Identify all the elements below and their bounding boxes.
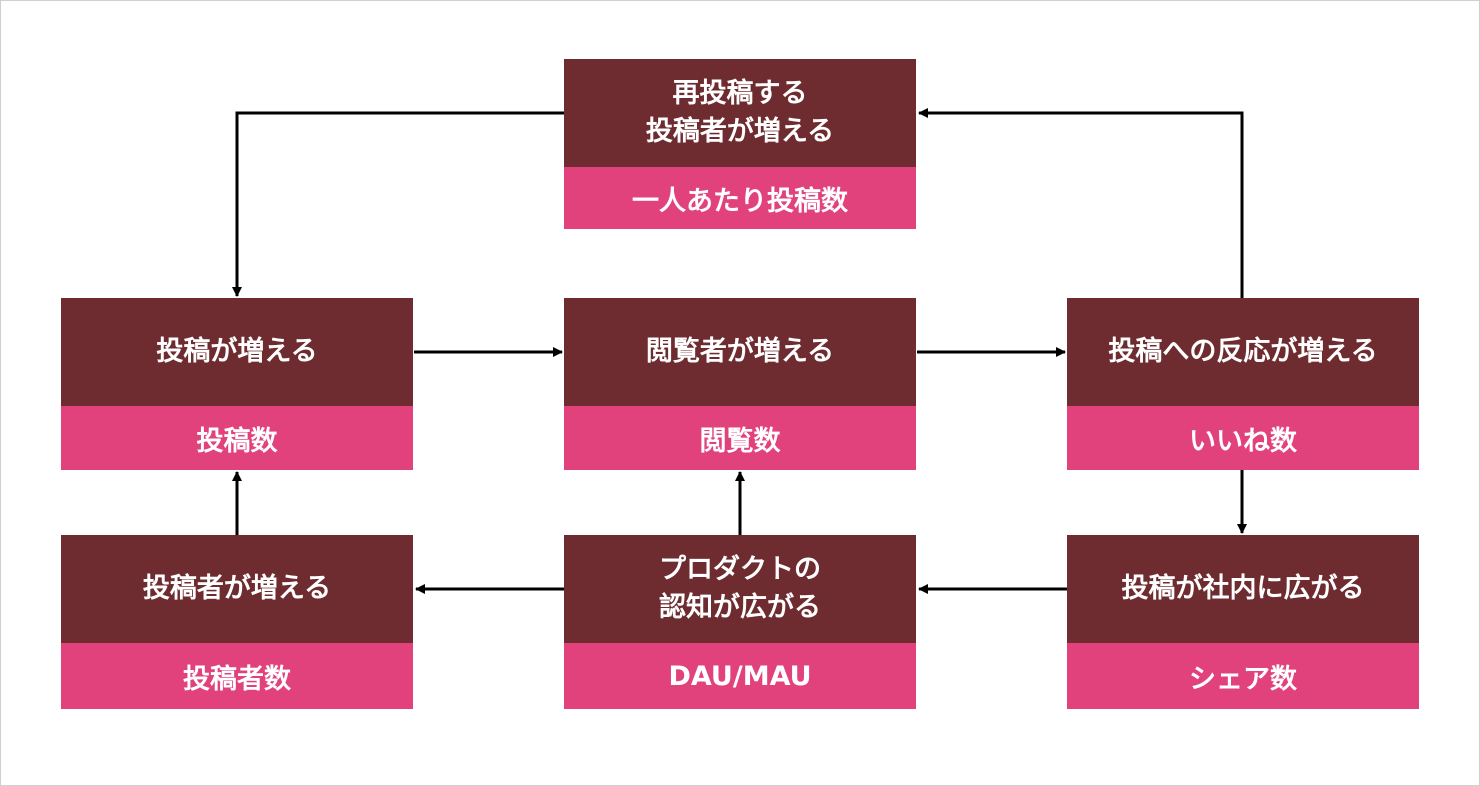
node-metric: いいね数 [1067,406,1419,470]
node-title: 閲覧者が増える [564,298,916,406]
node-title-line: 投稿への反応が増える [1108,336,1378,367]
node-title-line: 投稿が増える [156,336,318,367]
node-title: 投稿が社内に広がる [1067,535,1419,643]
node-viewers: 閲覧者が増える 閲覧数 [564,298,916,470]
node-title-line: プロダクトの [659,554,821,585]
node-metric: DAU/MAU [564,643,916,709]
node-metric: 投稿者数 [61,643,413,709]
node-title: 投稿者が増える [61,535,413,643]
node-title: 投稿が増える [61,298,413,406]
node-title: プロダクトの 認知が広がる [564,535,916,643]
node-title-line: 閲覧者が増える [645,336,835,367]
node-title-line: 再投稿する [672,78,808,109]
node-posts: 投稿が増える 投稿数 [61,298,413,470]
node-metric: シェア数 [1067,643,1419,709]
node-title: 投稿への反応が増える [1067,298,1419,406]
node-title-line: 投稿が社内に広がる [1121,573,1365,604]
node-metric: 一人あたり投稿数 [564,167,916,229]
node-repost-authors: 再投稿する 投稿者が増える 一人あたり投稿数 [564,59,916,229]
node-awareness: プロダクトの 認知が広がる DAU/MAU [564,535,916,709]
node-metric: 閲覧数 [564,406,916,470]
node-spread: 投稿が社内に広がる シェア数 [1067,535,1419,709]
arrow-reactions-to-repost [918,108,1244,298]
arrow-repost-to-posts [232,111,564,297]
node-title: 再投稿する 投稿者が増える [564,59,916,167]
node-metric: 投稿数 [61,406,413,470]
node-title-line: 投稿者が増える [645,116,835,147]
node-authors: 投稿者が増える 投稿者数 [61,535,413,709]
node-title-line: 認知が広がる [659,592,821,623]
node-title-line: 投稿者が増える [142,573,332,604]
node-reactions: 投稿への反応が増える いいね数 [1067,298,1419,470]
